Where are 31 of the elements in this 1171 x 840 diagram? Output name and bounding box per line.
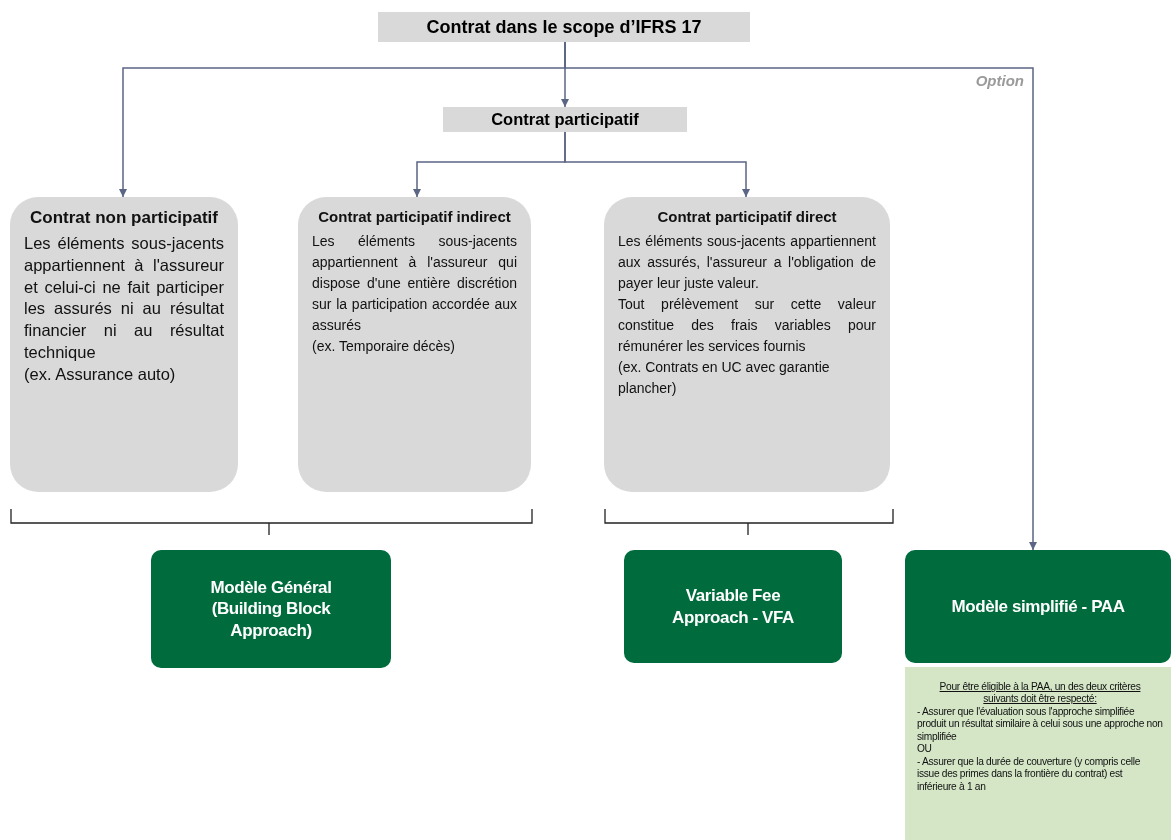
model-box bbox=[624, 550, 842, 663]
arrow bbox=[564, 131, 750, 198]
contract-type-card bbox=[298, 197, 531, 492]
note-heading: Pour être éligible à la PAA, un des deux critères suivants doit être respecté: bbox=[938, 681, 1142, 706]
card-heading: Contrat participatif indirect bbox=[317, 207, 512, 227]
example-text: (ex. Contrats en UC avec garantie plancher) bbox=[618, 357, 831, 398]
box-label: Modèle simplifié - PAA bbox=[951, 595, 1125, 618]
criteria-note bbox=[905, 667, 1171, 840]
criterion-text: - Assurer que la durée de couverture (y compris celle issue des primes dans la frontière du contrat) est inférieure à 1 an bbox=[917, 755, 1142, 793]
criterion-text: - Assurer que l'évaluation sous l'approche simplifiée produit un résultat similaire à celui sous une approche non simplifiée bbox=[917, 705, 1163, 744]
model-box bbox=[151, 550, 391, 668]
description-text: Tout prélèvement sur cette valeur constitue des frais variables pour rémunérer les services fournis bbox=[618, 294, 876, 356]
category-box bbox=[378, 12, 750, 42]
box-label: Contrat participatif bbox=[491, 110, 639, 129]
description-text: Les éléments sous-jacents appartiennent à l'assureur qui dispose d'une entière discrétion sur la participation accordée aux assurés bbox=[312, 231, 517, 335]
card-heading: Contrat participatif direct bbox=[656, 207, 838, 227]
edge-label: Option bbox=[973, 72, 1026, 89]
description-text: Les éléments sous-jacents appartiennent aux assurés, l'assureur a l'obligation de payer leur juste valeur. bbox=[618, 231, 876, 293]
card-heading: Contrat non participatif bbox=[29, 207, 219, 229]
model-box bbox=[905, 550, 1171, 663]
example-text: (ex. Assurance auto) bbox=[24, 363, 177, 385]
contract-type-card bbox=[604, 197, 890, 492]
example-text: (ex. Temporaire décès) bbox=[312, 336, 456, 356]
arrow bbox=[564, 41, 1037, 551]
box-label: Contrat dans le scope d’IFRS 17 bbox=[426, 16, 702, 38]
contract-type-card bbox=[10, 197, 238, 492]
box-label: Variable Fee Approach - VFA bbox=[671, 585, 795, 628]
criterion-text: OU bbox=[917, 743, 933, 756]
box-label: Modèle Général (Building Block Approach) bbox=[209, 577, 333, 641]
category-box bbox=[443, 107, 687, 132]
description-text: Les éléments sous-jacents appartiennent à l'assureur et celui-ci ne fait participer les assurés ni au résultat financier ni au résultat technique bbox=[24, 233, 224, 363]
